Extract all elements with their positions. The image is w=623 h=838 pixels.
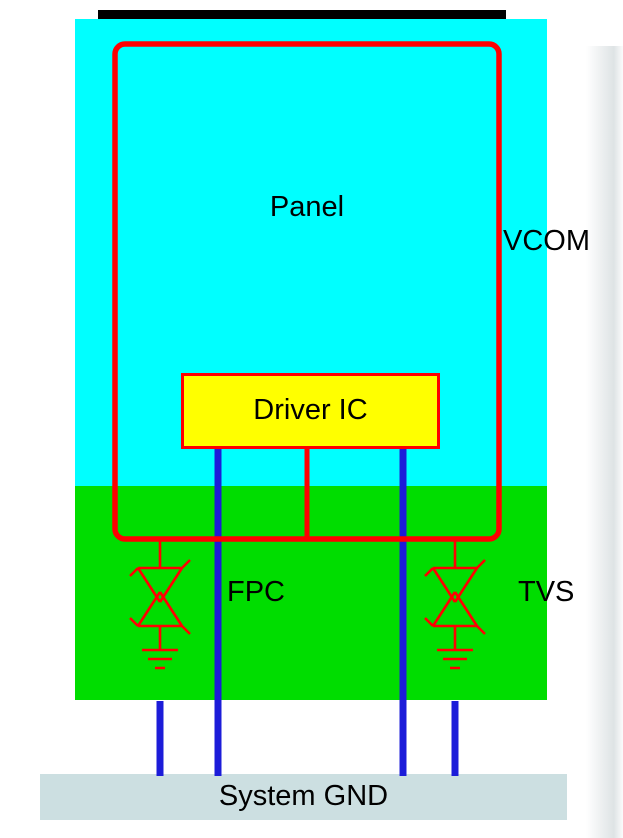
top-bar [98,10,506,19]
vcom-label: VCOM [503,225,590,257]
fpc-region [75,486,547,700]
page-edge-shade [586,46,623,838]
fpc-label: FPC [227,576,285,608]
system-gnd-bar: System GND [40,774,567,820]
tvs-label: TVS [518,576,575,608]
driver-ic-box: Driver IC [181,373,440,449]
driver-ic-label: Driver IC [253,394,368,427]
system-gnd-label: System GND [218,780,389,813]
panel-label: Panel [269,191,345,223]
